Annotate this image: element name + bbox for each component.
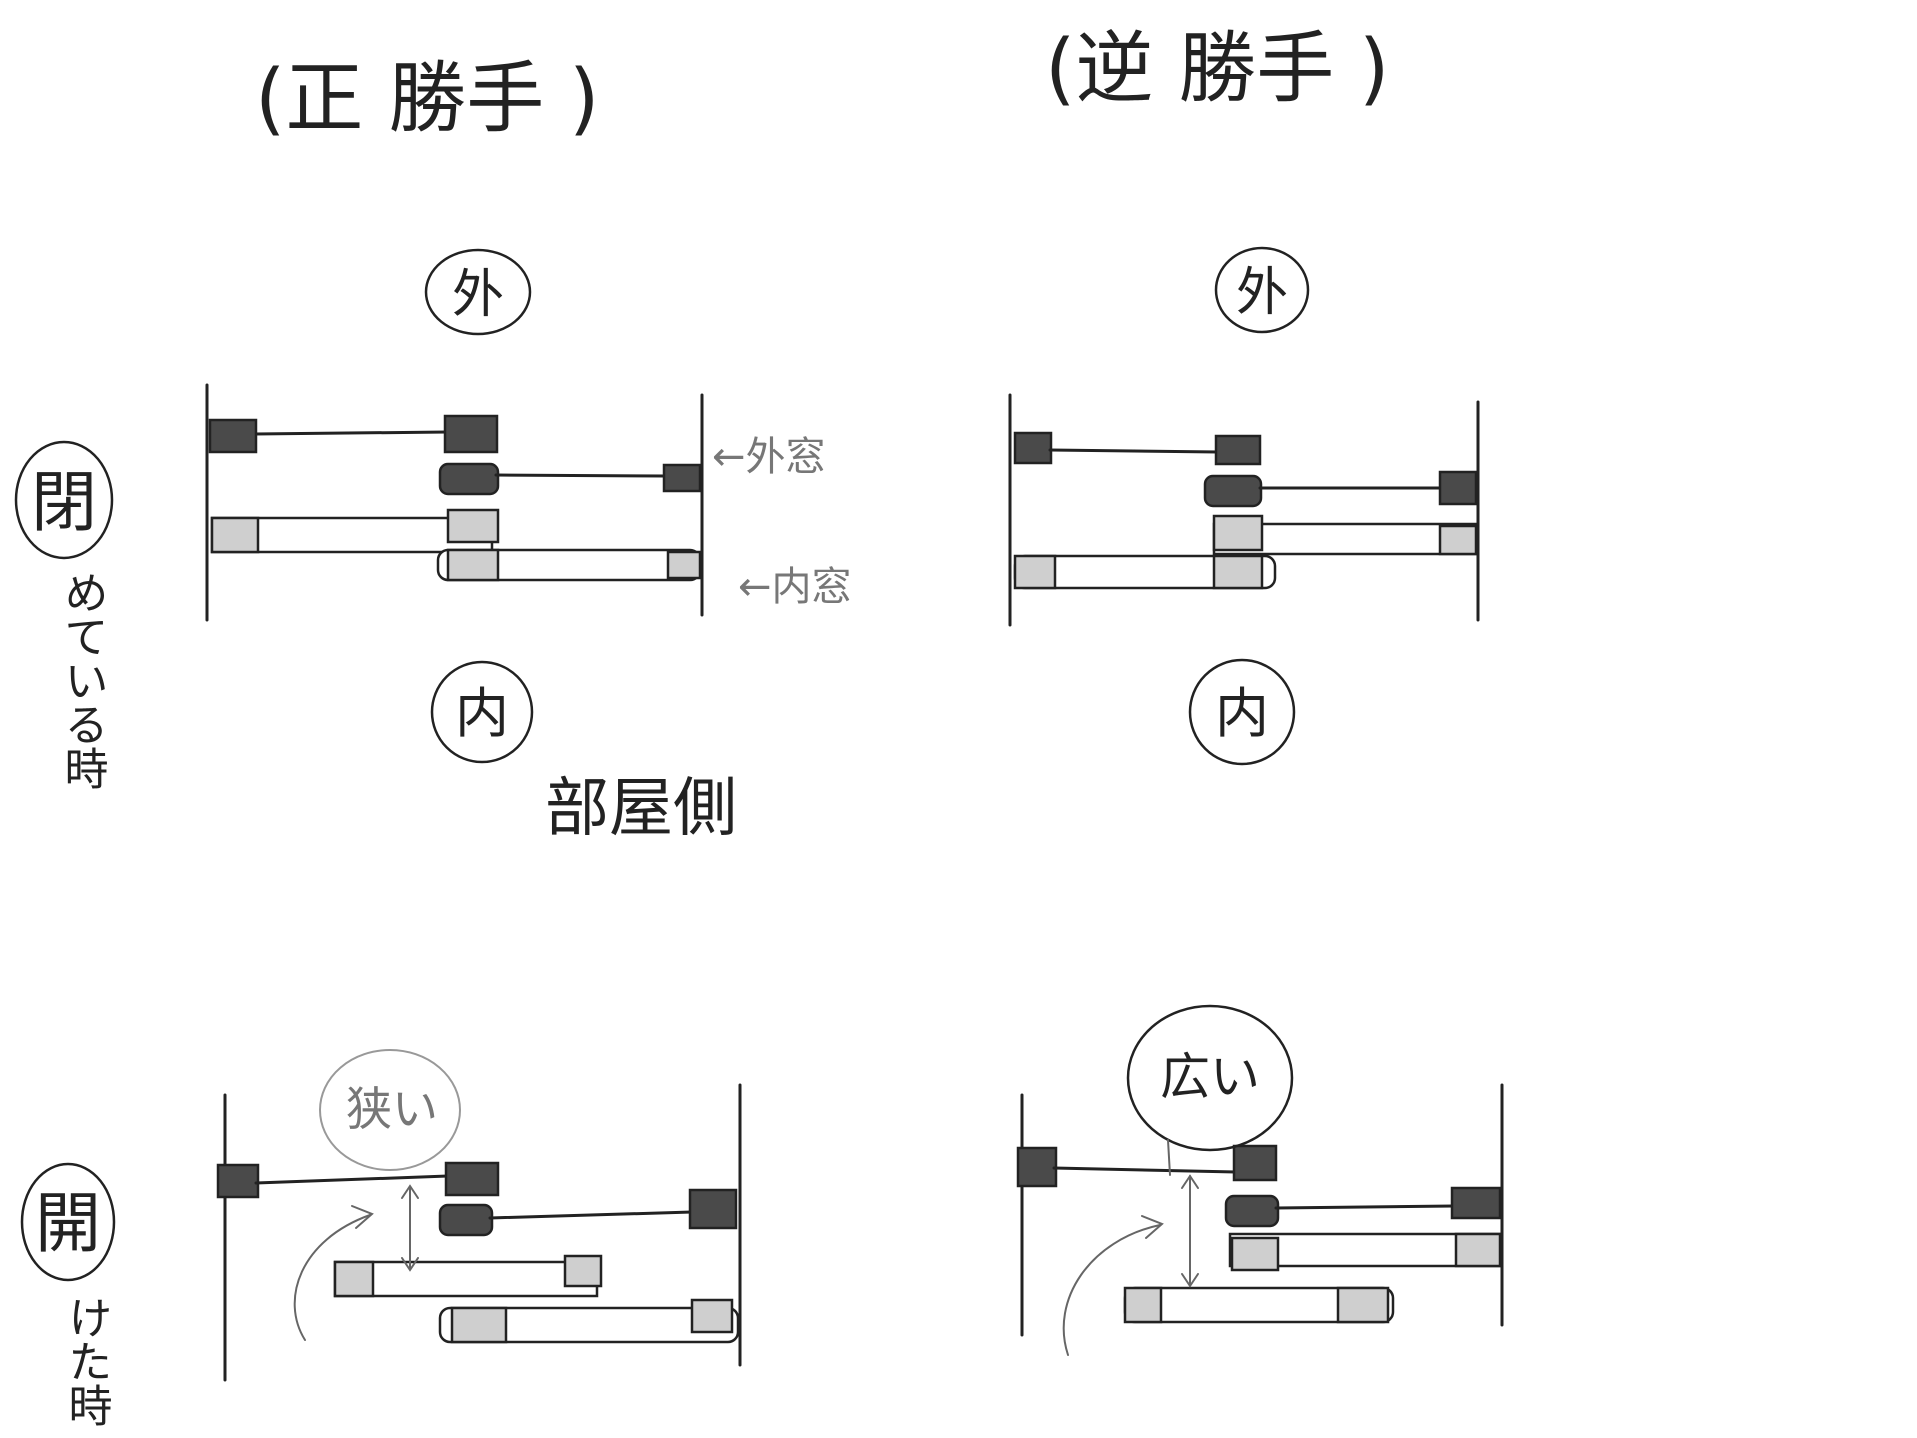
inside-marker-left: 内 (430, 660, 534, 764)
row-label-opened: 開 けた時 (20, 1162, 116, 1427)
closed-right-window (1008, 393, 1480, 627)
closed-rest: めている時 (57, 570, 108, 790)
opened-left-window (216, 1083, 742, 1382)
inside-marker-right: 内 (1188, 658, 1296, 766)
wide-label: 広い (1160, 1048, 1260, 1106)
opened-rest: けた時 (61, 1295, 112, 1427)
inside-label-left: 内 (455, 682, 509, 745)
closed-char: 閉 (31, 464, 97, 541)
outside-label-left: 外 (452, 265, 504, 325)
outer-window-annotation: ←外窓 (712, 434, 826, 480)
outside-marker-left: 外 (424, 248, 532, 336)
row-label-closed: 閉 めている時 (14, 440, 114, 790)
room-side-label: 部屋側 (545, 772, 737, 846)
inner-window-annotation: ←内窓 (738, 564, 852, 610)
wide-callout: 広い (1126, 1004, 1294, 1176)
title-left: (正 勝手 ) (255, 54, 599, 144)
opened-char: 開 (35, 1185, 101, 1262)
narrow-label: 狭い (346, 1082, 438, 1136)
opened-right-window (1016, 1083, 1504, 1356)
title-right: (逆 勝手 ) (1045, 24, 1389, 114)
inside-label-right: 内 (1215, 682, 1269, 745)
narrow-callout: 狭い (319, 1049, 461, 1171)
outside-marker-right: 外 (1214, 246, 1310, 334)
closed-left-window (205, 383, 704, 622)
outside-label-right: 外 (1236, 263, 1288, 323)
